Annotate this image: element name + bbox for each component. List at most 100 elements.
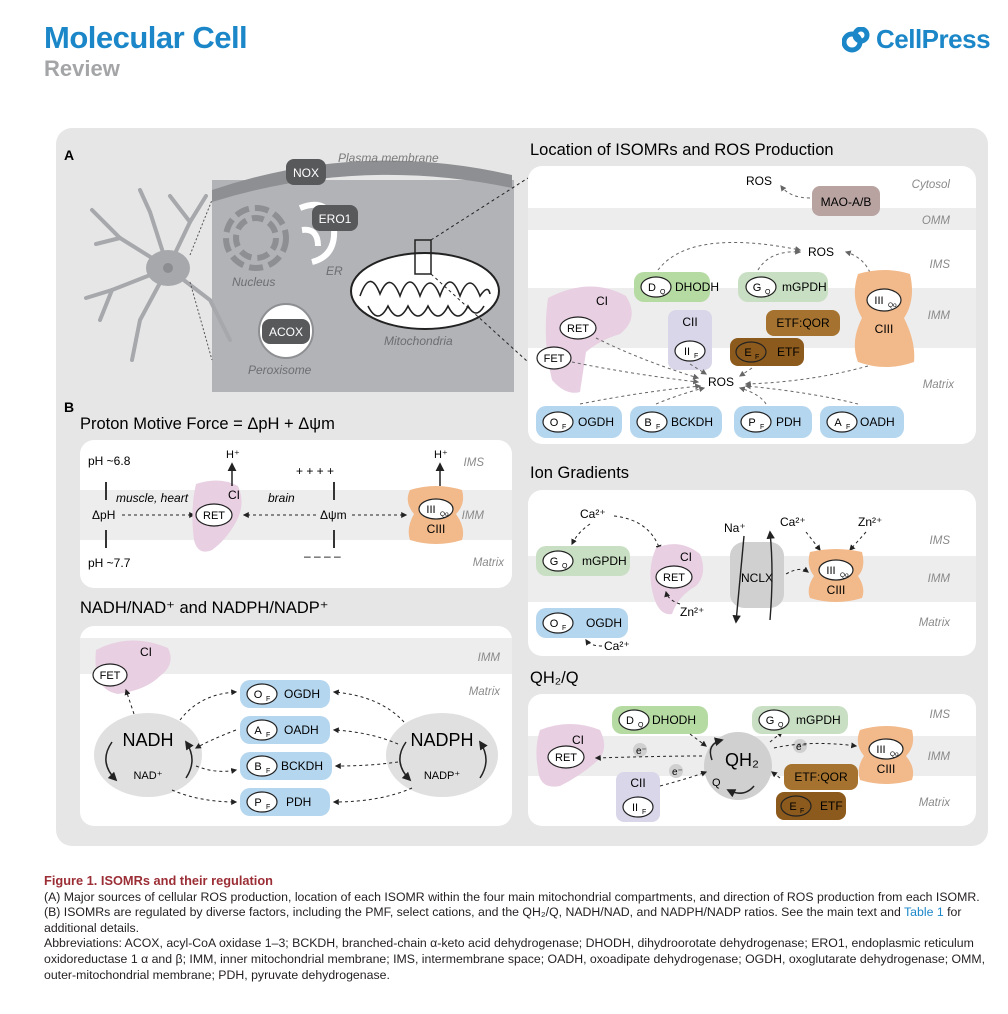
qh2-label: QH₂ [725,750,759,770]
qh2-box: IMS IMM Matrix CI RET D Q DHODH CII II F… [528,694,976,826]
cellpress-icon [842,26,870,52]
fet-label: FET [544,353,565,365]
svg-text:IMM: IMM [462,510,485,522]
qh2-title: QH₂/Q [530,669,579,687]
location-title: Location of ISOMRs and ROS Production [530,141,834,159]
dpsi-label: Δψm [320,508,347,522]
nadh-label: NADH [122,730,173,750]
svg-text:F: F [642,809,646,816]
nox-label: NOX [293,166,319,180]
table-1-link[interactable]: Table 1 [904,905,944,920]
electron-3: e⁻ [796,742,807,753]
plus-row: + + + + [296,464,334,478]
mao-box [812,186,880,216]
etfqor-box [766,310,840,336]
ros-cytosol: ROS [746,174,772,188]
svg-text:CI: CI [680,550,692,564]
ero1-icon [312,205,358,231]
svg-text:P: P [254,797,261,809]
svg-text:IMM: IMM [928,751,951,763]
svg-text:IMS: IMS [930,535,951,547]
svg-text:O: O [254,689,263,701]
mgpdh-sub: Q [765,289,771,296]
svg-text:F: F [800,808,804,815]
svg-text:CI: CI [228,488,240,502]
svg-text:IMS: IMS [464,457,485,469]
zn-ion-2: Zn²⁺ [858,515,882,529]
nucleus-label: Nucleus [232,275,275,289]
svg-text:II: II [632,802,638,814]
svg-text:CI: CI [572,733,584,747]
publisher-logo[interactable]: CellPress [842,24,991,55]
oadh-label: OADH [860,415,895,429]
etfqor-label: ETF:QOR [776,316,830,330]
nadh-title: NADH/NAD⁺ and NADPH/NADP⁺ [80,599,328,617]
svg-text:F: F [266,804,270,811]
svg-text:BCKDH: BCKDH [281,759,323,773]
svg-text:B: B [254,761,261,773]
svg-text:PDH: PDH [286,795,311,809]
minus-row: – – – – [304,549,341,563]
svg-text:DHODH: DHODH [652,713,696,727]
peroxisome-label: Peroxisome [248,363,312,377]
label-cytosol: Cytosol [912,179,951,191]
svg-text:IMS: IMS [930,709,951,721]
svg-text:Q: Q [778,722,784,729]
panel-b-letter: B [64,399,74,415]
svg-text:O: O [550,618,559,630]
dhodh-sub: Q [660,289,666,296]
svg-text:IMM: IMM [478,652,501,664]
ca-ion-2: Ca²⁺ [604,639,630,653]
label-ims: IMS [930,259,951,271]
cii-sub: F [694,353,698,360]
dph-label: ΔpH [92,508,115,522]
caption-a: (A) Major sources of cellular ROS produc… [44,889,980,904]
svg-text:F: F [266,696,270,703]
oadh-sub: F [846,424,850,431]
svg-text:IMM: IMM [928,573,951,585]
nadph-pool [386,713,498,797]
caption-b: (B) ISOMRs are regulated by diverse fact… [44,905,962,935]
svg-text:ETF:QOR: ETF:QOR [794,770,848,784]
svg-text:CIII: CIII [427,522,446,536]
ph-low: pH ~7.7 [88,556,131,570]
label-imm: IMM [928,310,951,322]
svg-text:Qo: Qo [890,751,899,758]
nad-label: NAD⁺ [133,770,162,782]
qh2-pool [704,732,772,800]
svg-text:A: A [254,725,262,737]
cell-schematic: NOX Plasma membrane Nucleus ERO1 ER ACOX… [84,151,529,392]
dhodh-letter: D [648,282,656,294]
acox-label: ACOX [269,325,303,339]
svg-text:CI: CI [140,645,152,659]
svg-text:III: III [426,504,435,516]
ca-ion-3: Ca²⁺ [780,515,806,529]
ion-box: IMS IMM Matrix G Q mGPDH Ca²⁺ CI RET Zn²… [528,490,976,656]
etf-label: ETF [777,345,800,359]
svg-text:mGPDH: mGPDH [796,713,841,727]
svg-text:Q: Q [562,563,568,570]
svg-text:Matrix: Matrix [919,617,952,629]
ci-shape [545,286,632,393]
mitochondrion-icon [350,252,500,330]
dhodh-label: DHODH [675,280,719,294]
nclx-shape [730,542,784,608]
cii-label: CII [682,315,697,329]
mgpdh-letter: G [753,282,762,294]
pmf-title: Proton Motive Force = ΔpH + Δψm [80,415,335,433]
bckdh-sub: F [656,424,660,431]
svg-text:RET: RET [555,752,577,764]
svg-text:G: G [550,556,559,568]
bckdh-letter: B [644,417,651,429]
ogdh-letter: O [550,417,559,429]
svg-text:OADH: OADH [284,723,319,737]
oadh-letter: A [834,417,842,429]
brain-label: brain [268,491,295,505]
ret-label: RET [567,323,589,335]
pdh-label: PDH [776,415,801,429]
ogdh-sub: F [562,424,566,431]
etf-box [730,338,804,366]
svg-text:III: III [876,744,885,756]
svg-text:RET: RET [203,510,225,522]
nadp-label: NADP⁺ [424,770,461,782]
